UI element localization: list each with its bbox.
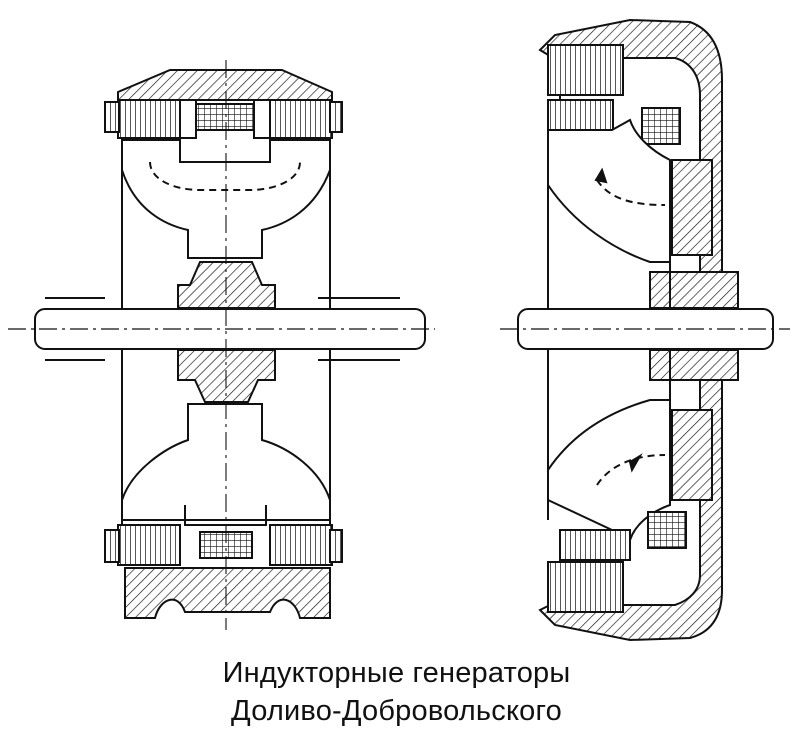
left-bottom-coil-right <box>269 524 333 566</box>
caption-line-1: Индукторные генераторы <box>222 657 571 689</box>
left-bottom-base <box>124 567 331 619</box>
caption-line-2: Доливо-Добровольского <box>231 695 562 727</box>
left-top-coil-right <box>269 99 333 139</box>
left-generator-drawing <box>8 60 435 630</box>
right-hub <box>649 271 739 309</box>
left-top-cap <box>117 69 333 101</box>
right-top-coil <box>547 44 624 96</box>
right-upper-rotor <box>547 118 671 263</box>
left-top-coil-left <box>117 99 181 139</box>
right-bottom-winding <box>647 511 687 549</box>
right-top-winding <box>641 107 681 145</box>
right-generator-drawing <box>500 18 790 642</box>
right-bottom-coil <box>547 561 624 613</box>
right-lower-rotor <box>547 399 671 542</box>
left-bottom-coil-left <box>117 524 181 566</box>
left-top-winding <box>195 103 255 131</box>
right-yoke <box>538 18 723 642</box>
generator-drawings <box>8 18 790 642</box>
right-lower-pole <box>671 409 713 501</box>
right-upper-pole <box>671 159 713 256</box>
left-lower-rotor <box>121 403 331 521</box>
